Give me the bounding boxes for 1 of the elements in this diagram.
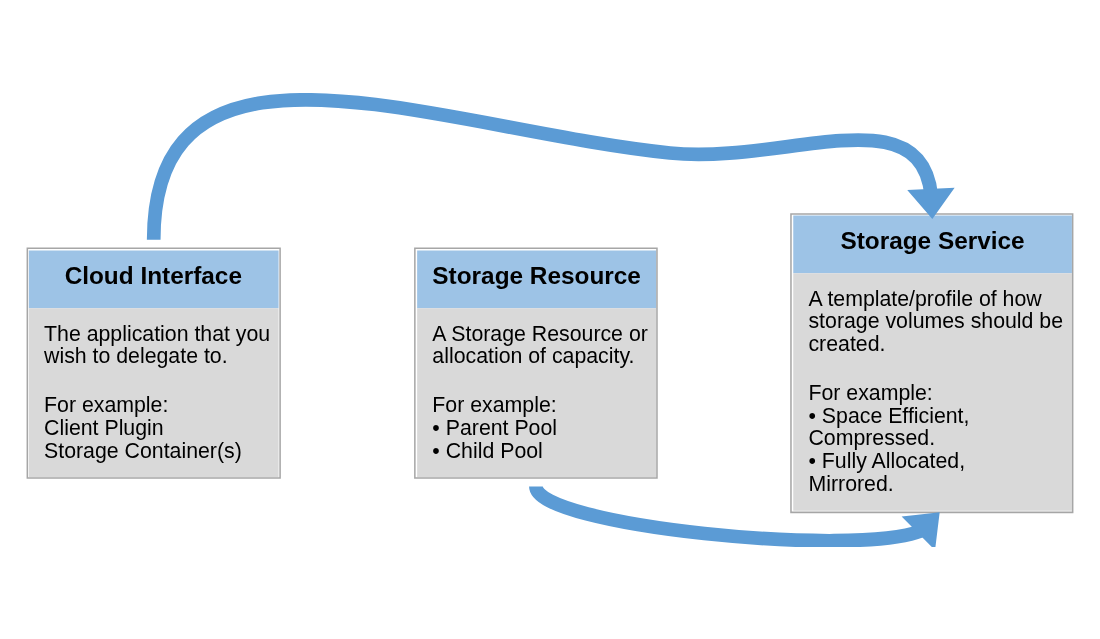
arrow xyxy=(146,92,955,241)
